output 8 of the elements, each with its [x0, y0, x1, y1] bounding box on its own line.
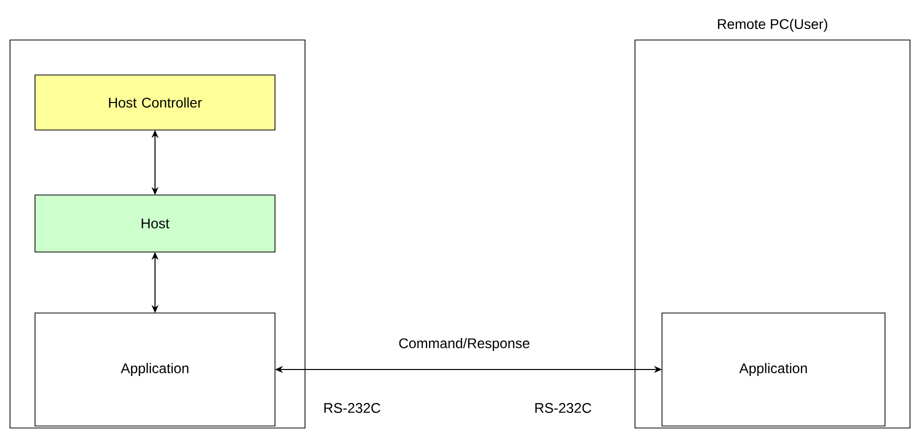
process-box: Application	[34, 312, 276, 426]
process-box: Host	[34, 194, 276, 252]
box-heading: Remote PC(User)	[718, 18, 828, 32]
process-box: Host Controller	[34, 74, 276, 130]
edge-label: Command/Response	[399, 338, 530, 351]
port-label: RS-232C	[535, 403, 592, 413]
port-label: RS-232C	[324, 403, 380, 413]
process-box: Application	[662, 312, 886, 426]
